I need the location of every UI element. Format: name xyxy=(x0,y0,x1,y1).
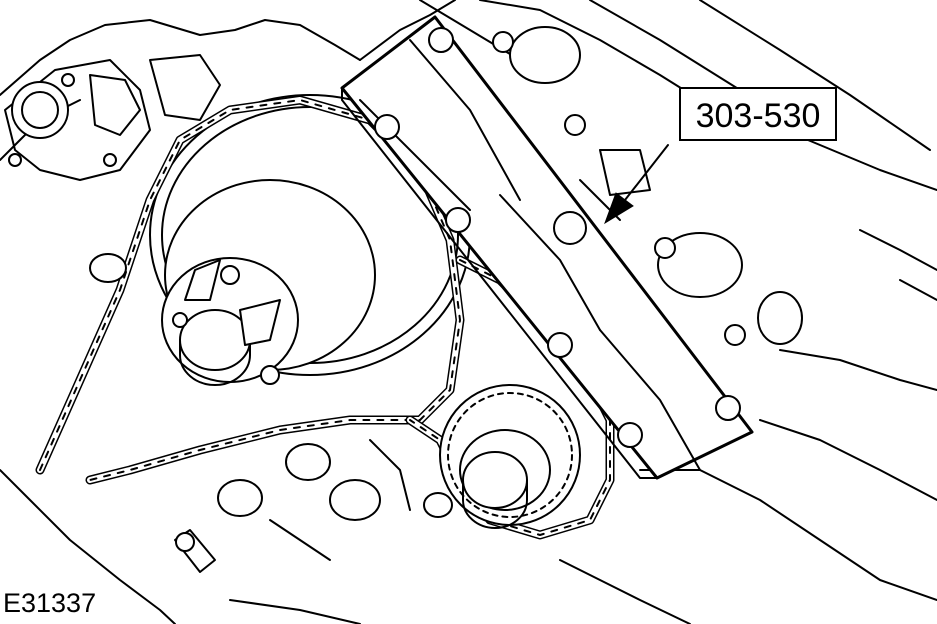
special-tool-plate xyxy=(340,15,754,480)
callout: 303-530 xyxy=(604,87,837,225)
lower-gear xyxy=(439,384,581,529)
upper-sprocket xyxy=(149,94,471,386)
lower-fasteners xyxy=(89,253,453,573)
callout-box xyxy=(679,87,837,141)
callout-arrowhead xyxy=(604,192,634,225)
callout-leader-line xyxy=(624,144,669,201)
figure-id: E31337 xyxy=(3,588,96,618)
camshaft-caps xyxy=(492,26,803,346)
gasket-flange xyxy=(4,54,221,181)
callout-label: 303-530 xyxy=(696,97,821,135)
